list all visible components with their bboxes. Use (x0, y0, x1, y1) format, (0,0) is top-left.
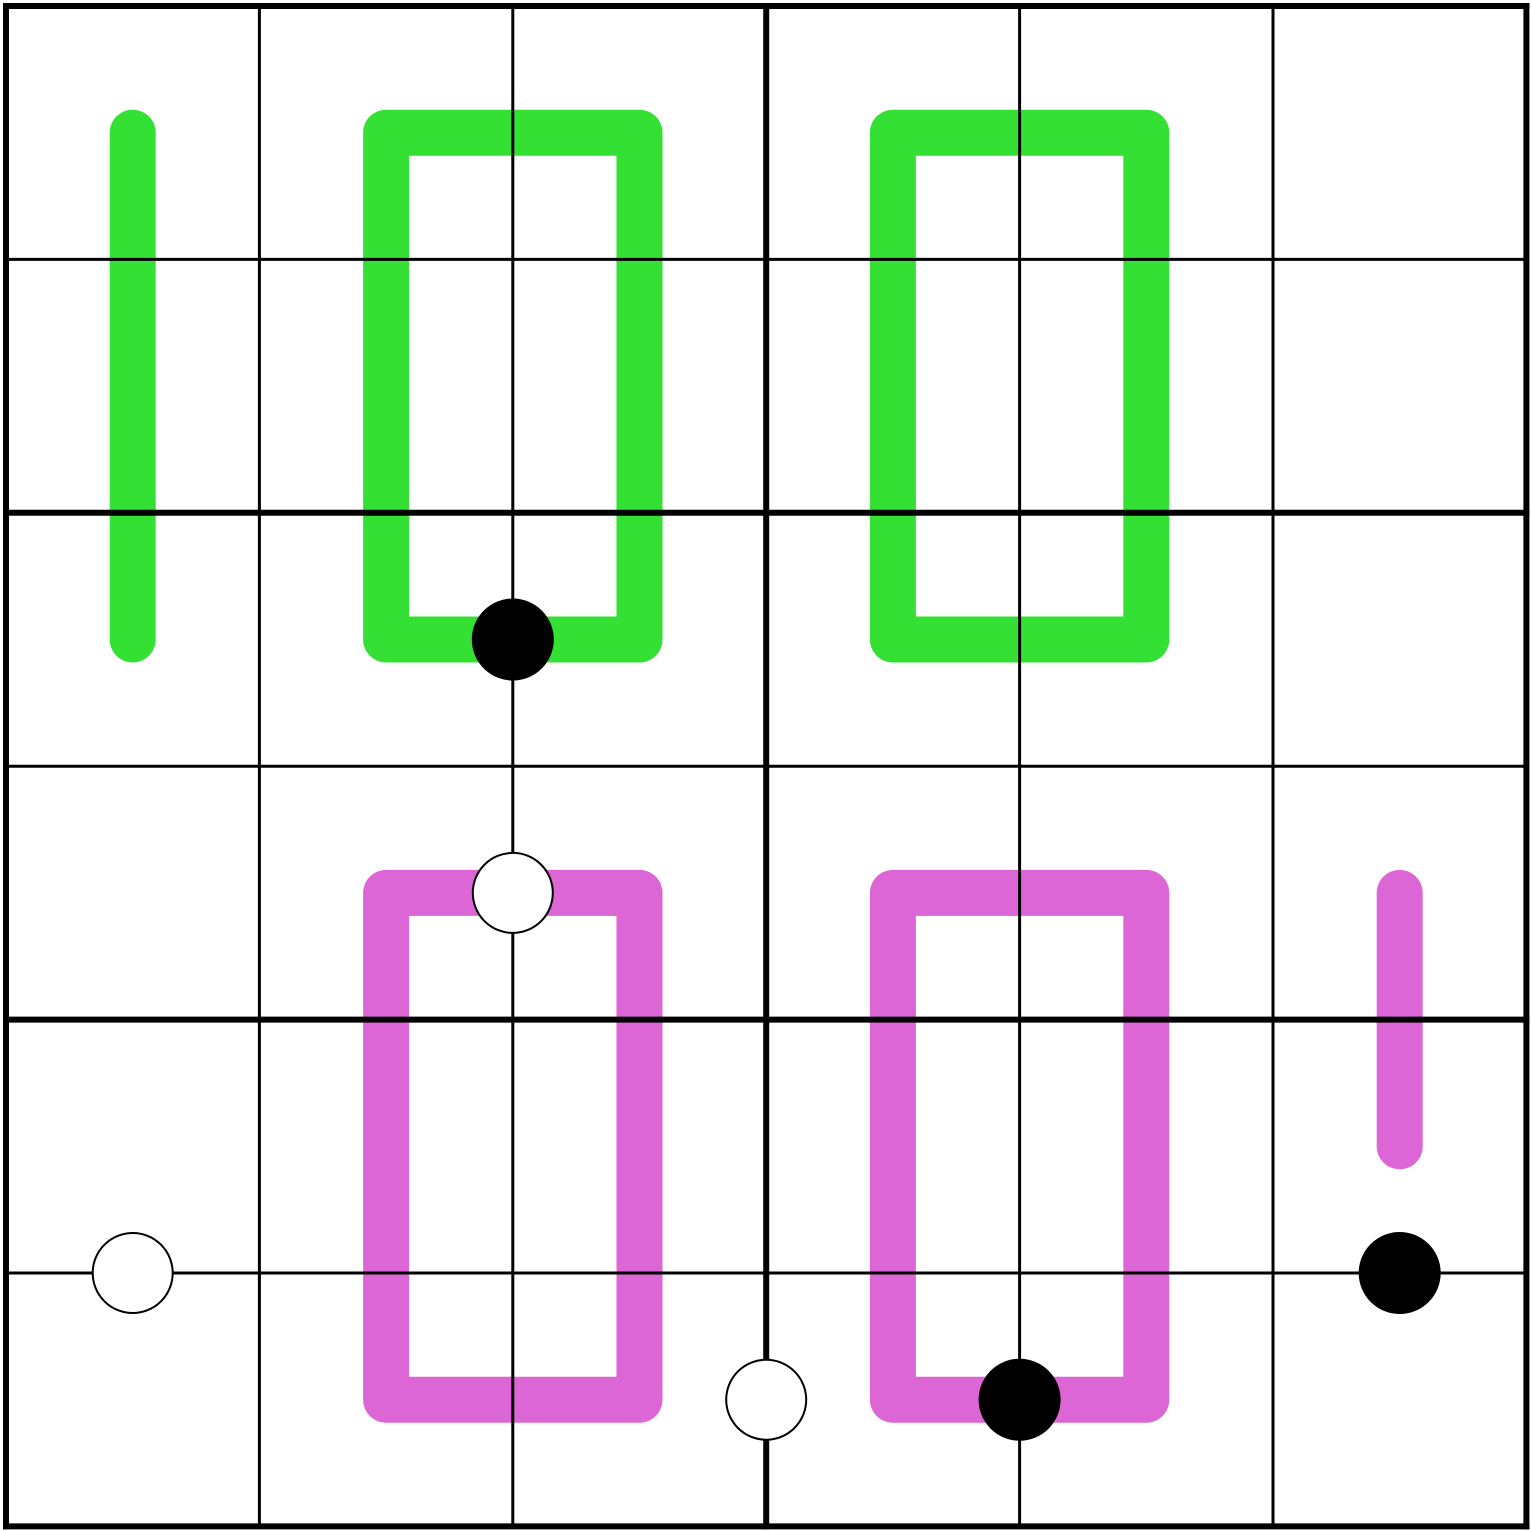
black-dot-r6c4-r6c5 (978, 1358, 1061, 1441)
pink-loop-r4c2-r6c3 (363, 869, 663, 1423)
black-dot-r5c6-r6c6 (1358, 1232, 1441, 1314)
green-loop-r1c2-r3c3 (363, 109, 663, 663)
kropki-dots (91, 598, 1441, 1441)
white-dot-r4c2-r4c3 (471, 851, 554, 934)
white-dot-r6c3-r6c4 (725, 1358, 808, 1441)
cell-r4c1[interactable] (6, 766, 259, 1019)
cell-r3c6[interactable] (1273, 513, 1526, 766)
cell-r1c6[interactable] (1273, 6, 1526, 259)
white-dot-r5c1-r6c1 (91, 1232, 174, 1314)
green-loop-r1c4-r3c5 (869, 109, 1170, 663)
black-dot-r3c2-r3c3 (471, 598, 554, 681)
grid-lines (3, 3, 1530, 1530)
cell-r2c6[interactable] (1273, 259, 1526, 512)
pink-loop-r4c4-r6c5 (869, 869, 1170, 1423)
